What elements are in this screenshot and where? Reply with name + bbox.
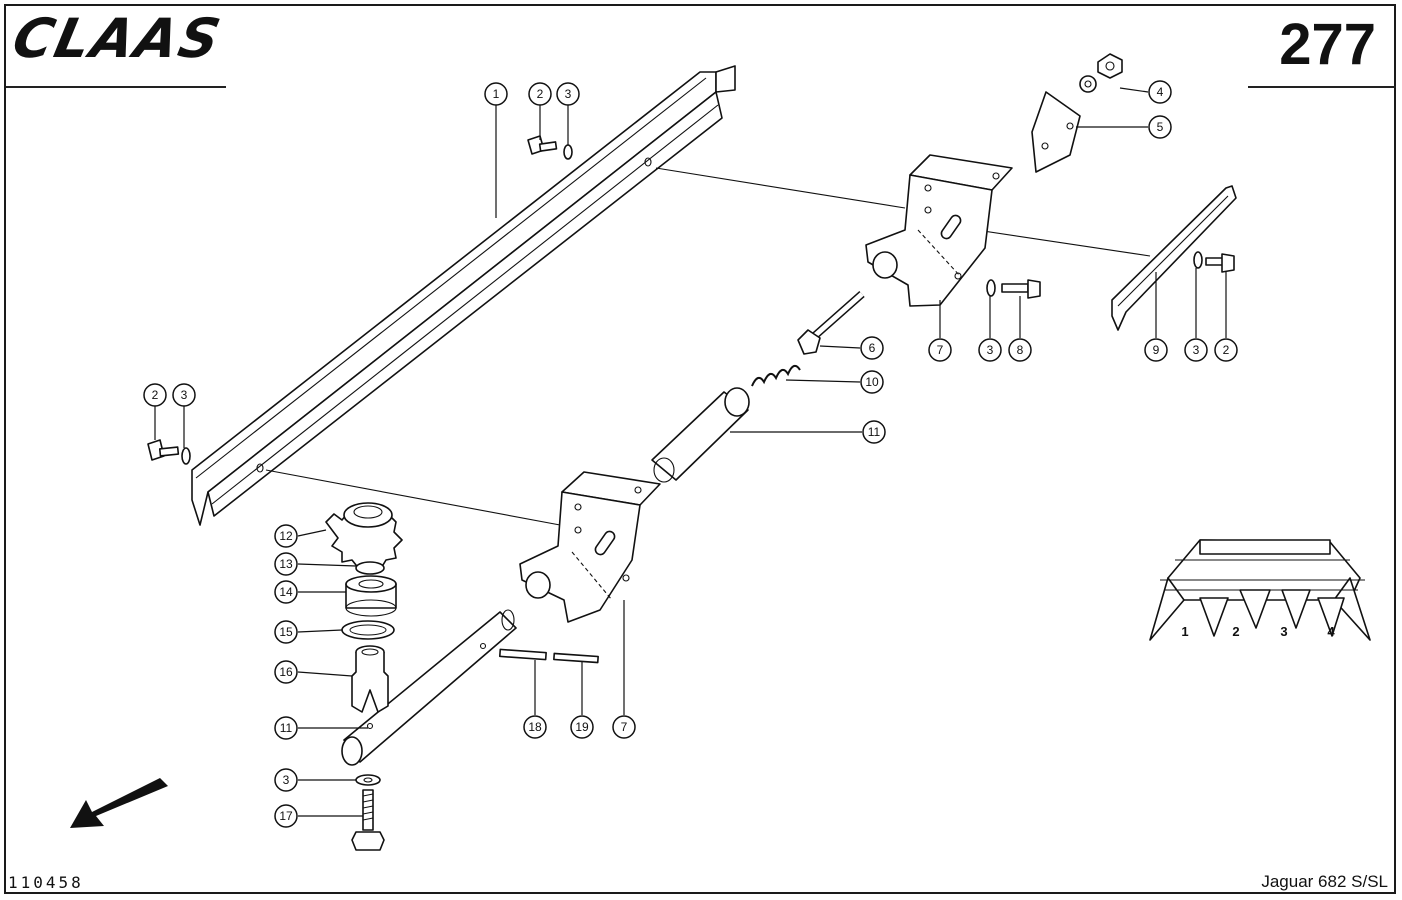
callout-2: 2 [1214,338,1238,362]
svg-text:11: 11 [280,721,293,735]
page-number: 277 [1279,12,1376,77]
bearing-part [345,575,397,617]
callout-14: 14 [274,580,298,604]
svg-text:17: 17 [279,809,293,823]
callout-5: 5 [1148,115,1172,139]
model-name: Jaguar 682 S/SL [1261,872,1388,891]
overview-row-label: 3 [1280,624,1287,639]
pin-part-19 [553,652,599,664]
svg-text:12: 12 [279,529,293,543]
svg-text:4: 4 [1157,85,1164,99]
plate-part [1031,91,1081,173]
bolt-part [527,135,573,160]
svg-text:5: 5 [1157,120,1164,134]
svg-text:6: 6 [869,341,876,355]
nut-part [1079,53,1123,93]
svg-text:1: 1 [493,87,500,101]
callout-3: 3 [274,768,298,792]
svg-text:9: 9 [1153,343,1160,357]
svg-text:15: 15 [279,625,293,639]
bolt-part-17 [351,774,385,851]
svg-text:19: 19 [575,720,589,734]
callout-8: 8 [1008,338,1032,362]
callout-3: 3 [556,82,580,106]
svg-text:3: 3 [283,773,290,787]
short-rail-part [1111,185,1237,331]
circlip-part [355,561,385,575]
adjusting-screw-part [797,291,865,355]
callout-11: 11 [274,716,298,740]
callout-7: 7 [928,338,952,362]
callout-13: 13 [274,552,298,576]
drawing-id: 110458 [8,873,84,892]
svg-text:3: 3 [565,87,572,101]
callout-11: 11 [862,420,886,444]
callout-3: 3 [1184,338,1208,362]
callout-17: 17 [274,804,298,828]
callout-3: 3 [978,338,1002,362]
header-rule-left [6,86,226,88]
svg-text:2: 2 [1223,343,1230,357]
travel-direction-arrow-icon [70,778,168,828]
bracket-lower [519,471,661,623]
svg-text:14: 14 [279,585,293,599]
page-frame [4,4,1396,894]
callout-7: 7 [612,715,636,739]
callout-9: 9 [1144,338,1168,362]
header-overview-illustration [1149,539,1371,641]
callout-6: 6 [860,336,884,360]
svg-text:2: 2 [537,87,544,101]
overview-row-label: 2 [1232,624,1239,639]
svg-text:3: 3 [1193,343,1200,357]
svg-text:11: 11 [868,425,881,439]
header-rule-right [1248,86,1396,88]
bolt-part-left [147,439,191,465]
svg-text:10: 10 [865,375,879,389]
rail-part [191,65,736,526]
overview-row-labels: 1 2 3 4 [1181,624,1335,639]
svg-text:3: 3 [987,343,994,357]
callout-12: 12 [274,524,298,548]
callout-4: 4 [1148,80,1172,104]
tube-lower-part [341,609,517,766]
callout-19: 19 [570,715,594,739]
callout-1: 1 [484,82,508,106]
callout-16: 16 [274,660,298,684]
tube-upper-part [651,387,750,483]
svg-text:16: 16 [279,665,293,679]
overview-row-label: 1 [1181,624,1188,639]
callout-15: 15 [274,620,298,644]
spring-part [751,364,801,387]
callout-3: 3 [172,383,196,407]
svg-text:13: 13 [279,557,293,571]
svg-text:7: 7 [937,343,944,357]
snap-ring-part [341,620,395,640]
svg-text:2: 2 [152,388,159,402]
callout-2: 2 [528,82,552,106]
callout-10: 10 [860,370,884,394]
svg-text:3: 3 [181,388,188,402]
callout-18: 18 [523,715,547,739]
bracket-upper [865,154,1013,307]
svg-text:8: 8 [1017,343,1024,357]
svg-text:7: 7 [621,720,628,734]
sprocket-part [325,502,403,571]
overview-row-label: 4 [1327,624,1335,639]
pin-part-18 [498,648,547,661]
svg-text:18: 18 [528,720,542,734]
callout-2: 2 [143,383,167,407]
leader-lines [154,87,1227,817]
bolt-part-8 [986,279,1041,299]
hub-part [351,645,389,713]
